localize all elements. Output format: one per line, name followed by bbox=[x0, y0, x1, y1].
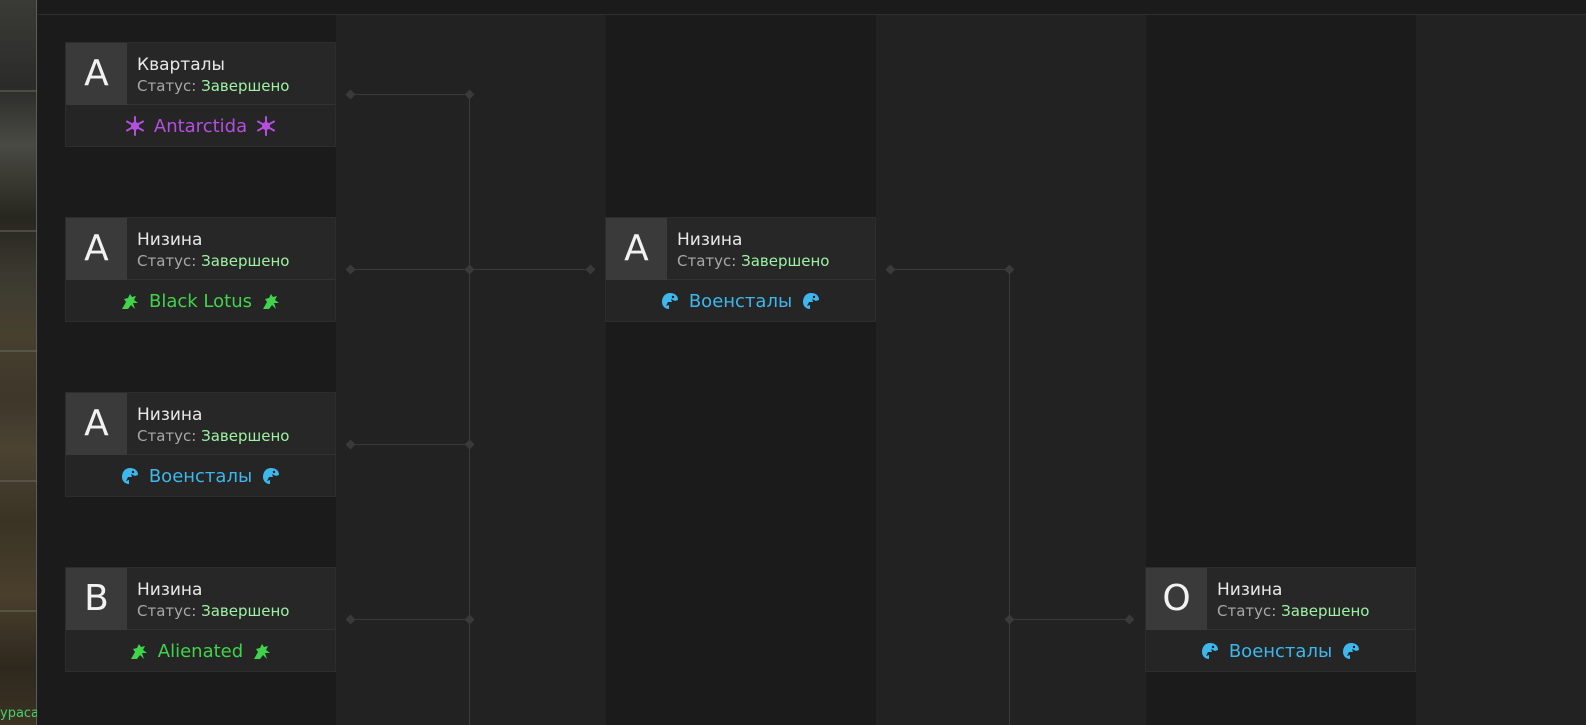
status-label: Статус: bbox=[137, 602, 197, 620]
connector-line bbox=[1009, 269, 1010, 725]
match-card[interactable]: A Кварталы Статус: Завершено Antarctida bbox=[65, 42, 336, 147]
winner-team[interactable]: Военсталы bbox=[66, 456, 335, 496]
eagle-icon bbox=[1199, 640, 1221, 662]
eagle-icon bbox=[119, 465, 141, 487]
match-card[interactable]: A Низина Статус: Завершено Black Lotus bbox=[65, 217, 336, 322]
map-name: Низина bbox=[1217, 580, 1283, 600]
status-label: Статус: bbox=[677, 252, 737, 270]
map-name: Кварталы bbox=[137, 55, 225, 75]
match-header: A Низина Статус: Завершено bbox=[66, 393, 335, 455]
status-value: Завершено bbox=[201, 602, 290, 620]
match-card[interactable]: A Низина Статус: Завершено Военсталы bbox=[605, 217, 876, 322]
team-name: Antarctida bbox=[153, 115, 248, 137]
match-grade: A bbox=[606, 218, 667, 280]
match-status: Статус: Завершено bbox=[677, 252, 829, 270]
status-value: Завершено bbox=[1281, 602, 1370, 620]
status-label: Статус: bbox=[137, 252, 197, 270]
match-header: O Низина Статус: Завершено bbox=[1146, 568, 1415, 630]
match-status: Статус: Завершено bbox=[137, 77, 289, 95]
match-status: Статус: Завершено bbox=[1217, 602, 1369, 620]
team-name: Военсталы bbox=[688, 290, 793, 312]
connector-line bbox=[890, 269, 1009, 270]
bg-detail bbox=[0, 350, 37, 352]
match-card[interactable]: O Низина Статус: Завершено Военсталы bbox=[1145, 567, 1416, 672]
dragon-icon bbox=[119, 290, 141, 312]
status-value: Завершено bbox=[201, 77, 290, 95]
match-grade: B bbox=[66, 568, 127, 630]
status-value: Завершено bbox=[201, 427, 290, 445]
team-name: Alienated bbox=[157, 640, 244, 662]
connector-line bbox=[469, 269, 590, 270]
match-header: B Низина Статус: Завершено bbox=[66, 568, 335, 630]
match-header: A Кварталы Статус: Завершено bbox=[66, 43, 335, 105]
connector-line bbox=[350, 619, 469, 620]
winner-team[interactable]: Antarctida bbox=[66, 106, 335, 146]
bg-detail bbox=[0, 610, 37, 612]
connector-line bbox=[350, 269, 469, 270]
match-status: Статус: Завершено bbox=[137, 252, 289, 270]
match-card[interactable]: B Низина Статус: Завершено Alienated bbox=[65, 567, 336, 672]
match-header: A Низина Статус: Завершено bbox=[66, 218, 335, 280]
status-value: Завершено bbox=[201, 252, 290, 270]
map-name: Низина bbox=[137, 230, 203, 250]
team-name: Военсталы bbox=[1228, 640, 1333, 662]
match-status: Статус: Завершено bbox=[137, 602, 289, 620]
map-name: Низина bbox=[137, 580, 203, 600]
map-name: Низина bbox=[677, 230, 743, 250]
eagle-icon bbox=[1340, 640, 1362, 662]
bg-detail bbox=[0, 90, 37, 92]
status-value: Завершено bbox=[741, 252, 830, 270]
connector-column-1 bbox=[336, 15, 606, 725]
snowflake-icon bbox=[255, 115, 277, 137]
eagle-icon bbox=[659, 290, 681, 312]
status-label: Статус: bbox=[137, 77, 197, 95]
match-grade: A bbox=[66, 43, 127, 105]
dragon-icon bbox=[260, 290, 282, 312]
eagle-icon bbox=[800, 290, 822, 312]
background-chat-text: урaca bbox=[0, 706, 37, 721]
match-grade: O bbox=[1146, 568, 1207, 630]
game-background bbox=[0, 0, 37, 725]
match-header: A Низина Статус: Завершено bbox=[606, 218, 875, 280]
team-name: Военсталы bbox=[148, 465, 253, 487]
map-name: Низина bbox=[137, 405, 203, 425]
status-label: Статус: bbox=[137, 427, 197, 445]
winner-team[interactable]: Black Lotus bbox=[66, 281, 335, 321]
eagle-icon bbox=[260, 465, 282, 487]
winner-team[interactable]: Военсталы bbox=[1146, 631, 1415, 671]
connector-column-3 bbox=[1416, 15, 1586, 725]
match-grade: A bbox=[66, 218, 127, 280]
team-name: Black Lotus bbox=[149, 290, 252, 312]
dragon-icon bbox=[251, 640, 273, 662]
bg-detail bbox=[0, 480, 37, 482]
match-grade: A bbox=[66, 393, 127, 455]
bg-detail bbox=[0, 230, 37, 232]
connector-line bbox=[469, 94, 470, 725]
snowflake-icon bbox=[124, 115, 146, 137]
connector-line bbox=[1009, 619, 1129, 620]
winner-team[interactable]: Военсталы bbox=[606, 281, 875, 321]
connector-line bbox=[350, 444, 469, 445]
top-bar bbox=[38, 0, 1586, 15]
winner-team[interactable]: Alienated bbox=[66, 631, 335, 671]
status-label: Статус: bbox=[1217, 602, 1277, 620]
match-status: Статус: Завершено bbox=[137, 427, 289, 445]
round-2-column bbox=[606, 15, 876, 725]
dragon-icon bbox=[128, 640, 150, 662]
connector-line bbox=[350, 94, 469, 95]
connector-column-2 bbox=[876, 15, 1146, 725]
match-card[interactable]: A Низина Статус: Завершено Военсталы bbox=[65, 392, 336, 497]
